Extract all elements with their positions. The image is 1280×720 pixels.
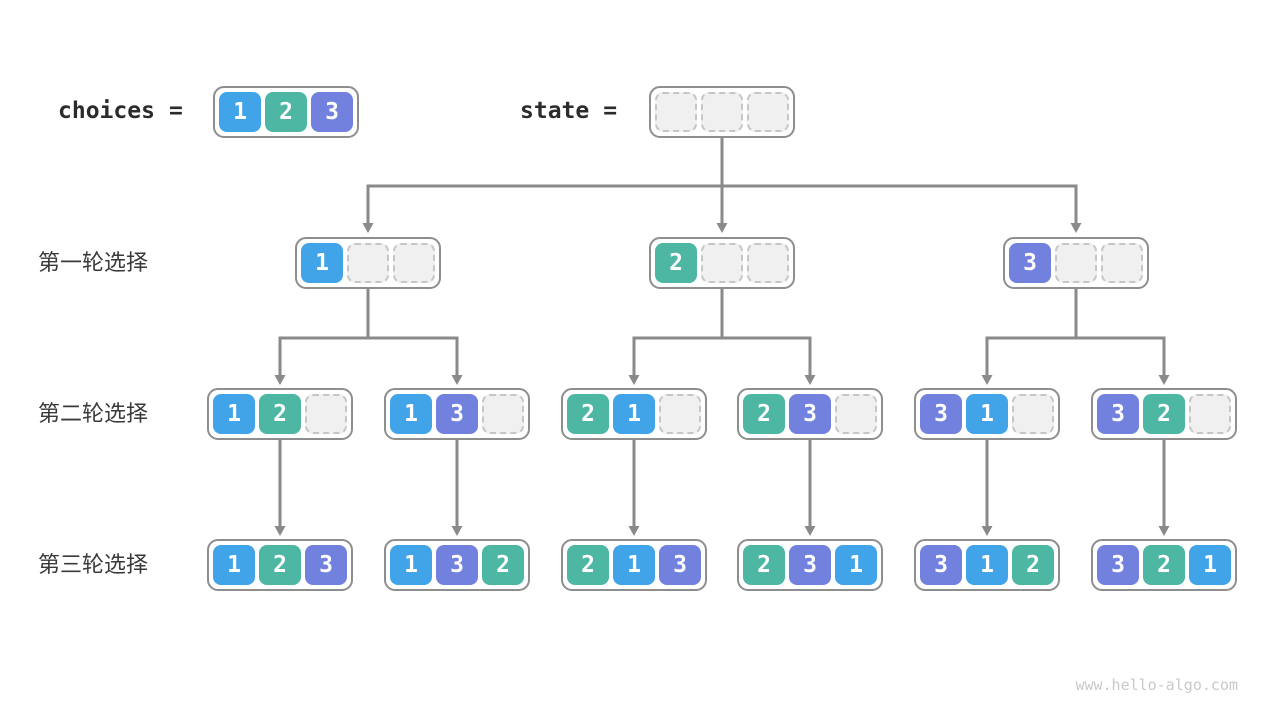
- value-cell: 2: [743, 394, 785, 434]
- value-cell: 3: [1097, 394, 1139, 434]
- value-cell: 2: [567, 545, 609, 585]
- value-cell: 1: [613, 545, 655, 585]
- arrow-lines-level-1: [366, 138, 1078, 225]
- empty-cell: [1055, 243, 1097, 283]
- value-cell: 3: [789, 545, 831, 585]
- value-cell: 3: [311, 92, 353, 132]
- value-cell: 1: [219, 92, 261, 132]
- state-array: [649, 86, 795, 138]
- value-cell: 3: [436, 545, 478, 585]
- row-label-round-2: 第二轮选择: [38, 401, 149, 426]
- empty-cell: [347, 243, 389, 283]
- value-cell: 1: [213, 545, 255, 585]
- value-cell: 2: [482, 545, 524, 585]
- state-equals-sign: =: [603, 98, 618, 124]
- value-cell: 3: [1009, 243, 1051, 283]
- value-cell: 1: [966, 394, 1008, 434]
- row-label-round-1: 第一轮选择: [38, 250, 149, 275]
- empty-cell: [482, 394, 524, 434]
- value-cell: 2: [265, 92, 307, 132]
- state-label-text: state: [520, 98, 590, 124]
- arrow-lines-level-2: [278, 289, 1166, 377]
- value-cell: 1: [1189, 545, 1231, 585]
- empty-cell: [701, 243, 743, 283]
- empty-cell: [1101, 243, 1143, 283]
- value-cell: 2: [1012, 545, 1054, 585]
- choices-label-text: choices: [58, 98, 155, 124]
- empty-cell: [747, 243, 789, 283]
- value-cell: 2: [1143, 394, 1185, 434]
- value-cell: 2: [743, 545, 785, 585]
- value-cell: 3: [920, 394, 962, 434]
- empty-cell: [305, 394, 347, 434]
- value-cell: 1: [390, 394, 432, 434]
- value-cell: 1: [213, 394, 255, 434]
- empty-cell: [1012, 394, 1054, 434]
- empty-cell: [655, 92, 697, 132]
- empty-cell: [747, 92, 789, 132]
- value-cell: 2: [1143, 545, 1185, 585]
- state-array-r1-1: 1: [295, 237, 441, 289]
- arrow-heads: [274, 223, 1170, 536]
- state-array-r1-2: 2: [649, 237, 795, 289]
- empty-cell: [659, 394, 701, 434]
- value-cell: 3: [659, 545, 701, 585]
- state-array-r1-3: 3: [1003, 237, 1149, 289]
- value-cell: 1: [835, 545, 877, 585]
- arrow-lines-level-3: [278, 440, 1166, 528]
- empty-cell: [835, 394, 877, 434]
- empty-cell: [393, 243, 435, 283]
- empty-cell: [701, 92, 743, 132]
- row-label-round-3: 第三轮选择: [38, 552, 149, 577]
- value-cell: 3: [789, 394, 831, 434]
- value-cell: 2: [259, 394, 301, 434]
- value-cell: 1: [390, 545, 432, 585]
- value-cell: 3: [436, 394, 478, 434]
- value-cell: 1: [613, 394, 655, 434]
- value-cell: 3: [305, 545, 347, 585]
- value-cell: 3: [1097, 545, 1139, 585]
- value-cell: 1: [301, 243, 343, 283]
- state-label: state =: [520, 97, 617, 125]
- value-cell: 3: [920, 545, 962, 585]
- value-cell: 1: [966, 545, 1008, 585]
- choices-equals-sign: =: [168, 98, 183, 124]
- value-cell: 2: [655, 243, 697, 283]
- choices-label: choices =: [58, 97, 183, 125]
- value-cell: 2: [567, 394, 609, 434]
- watermark: www.hello-algo.com: [1075, 676, 1238, 694]
- value-cell: 2: [259, 545, 301, 585]
- empty-cell: [1189, 394, 1231, 434]
